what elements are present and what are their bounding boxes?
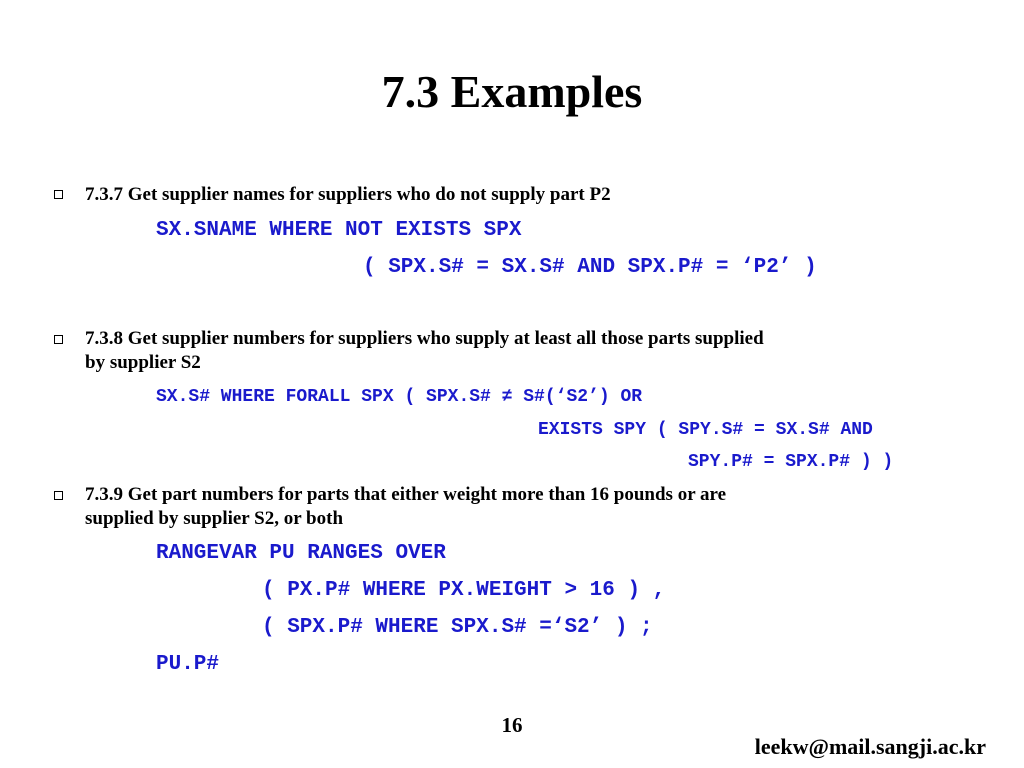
code-line: PU.P# bbox=[156, 653, 220, 676]
example-heading: 7.3.9 Get part numbers for parts that ei… bbox=[85, 484, 727, 505]
page-number: 16 bbox=[501, 713, 523, 737]
example-heading: 7.3.7 Get supplier names for suppliers w… bbox=[85, 184, 611, 205]
square-bullet-icon bbox=[54, 491, 63, 500]
code-line: ( SPX.S# = SX.S# AND SPX.P# = ‘P2’ ) bbox=[363, 256, 817, 279]
square-bullet-icon bbox=[54, 190, 63, 199]
code-line: SX.S# WHERE FORALL SPX ( SPX.S# ≠ S#(‘S2… bbox=[156, 387, 643, 407]
code-line: SPY.P# = SPX.P# ) ) bbox=[688, 452, 894, 472]
code-line: ( SPX.P# WHERE SPX.S# =‘S2’ ) ; bbox=[262, 616, 653, 639]
example-heading-continued: by supplier S2 bbox=[85, 352, 201, 373]
example-heading-continued: supplied by supplier S2, or both bbox=[85, 508, 344, 529]
code-line: SX.SNAME WHERE NOT EXISTS SPX bbox=[156, 219, 522, 242]
code-line: ( PX.P# WHERE PX.WEIGHT > 16 ) , bbox=[262, 579, 666, 602]
square-bullet-icon bbox=[54, 335, 63, 344]
example-heading: 7.3.8 Get supplier numbers for suppliers… bbox=[85, 328, 764, 349]
code-line: EXISTS SPY ( SPY.S# = SX.S# AND bbox=[538, 420, 873, 440]
author-email: leekw@mail.sangji.ac.kr bbox=[754, 734, 986, 759]
slide-title: 7.3 Examples bbox=[381, 66, 643, 117]
code-line: RANGEVAR PU RANGES OVER bbox=[156, 542, 446, 565]
